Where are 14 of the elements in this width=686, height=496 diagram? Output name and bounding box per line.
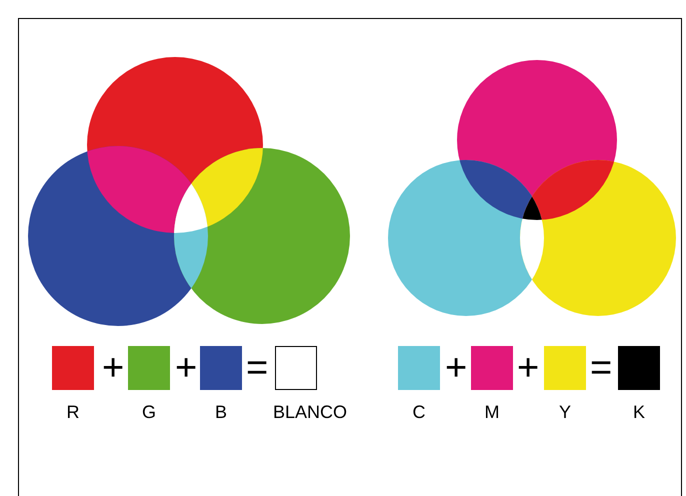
color-letter: Y bbox=[559, 402, 572, 422]
color-letter: R bbox=[66, 402, 80, 422]
color-letter: G bbox=[142, 402, 156, 422]
math-operator: = bbox=[590, 348, 612, 388]
math-operator: + bbox=[175, 348, 198, 388]
math-operator: + bbox=[102, 348, 124, 388]
math-operator: = bbox=[246, 348, 268, 388]
color-letter: M bbox=[484, 402, 500, 422]
color-letter: K bbox=[633, 402, 646, 422]
color-letter: BLANCO bbox=[273, 402, 348, 422]
color-letter: B bbox=[215, 402, 228, 422]
color-letter: C bbox=[412, 402, 426, 422]
math-operator: + bbox=[445, 348, 468, 388]
math-operator: + bbox=[517, 348, 540, 388]
